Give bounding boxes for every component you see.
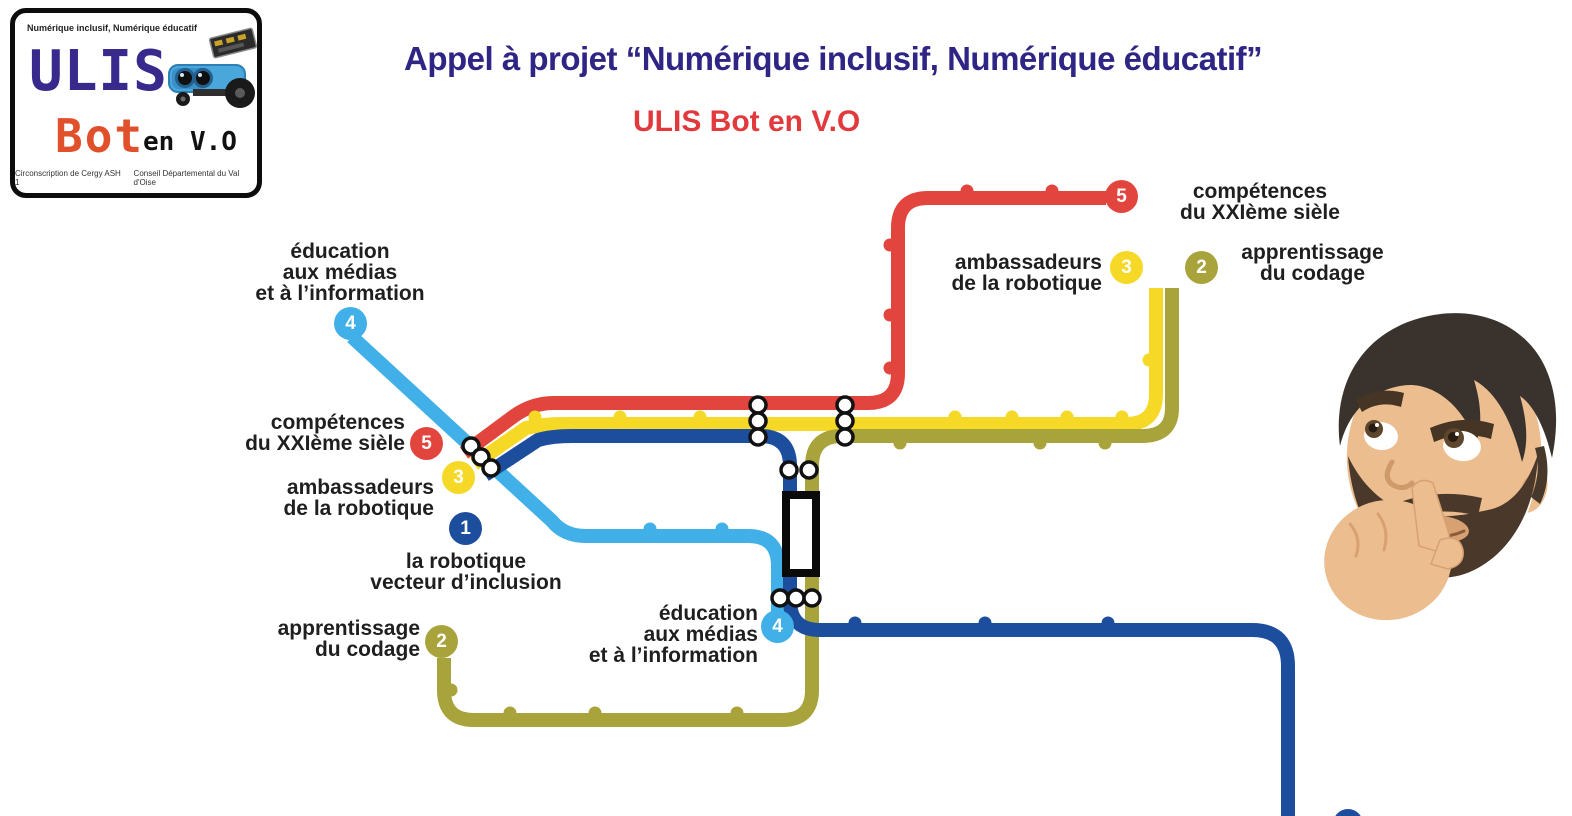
label-emi-left: éducation aux médias et à l’information [255,240,425,305]
label-ambassadeurs-left: ambassadeurs de la robotique [283,476,434,520]
thinking-memoji-icon [1324,313,1557,621]
page-title: Appel à projet “Numérique inclusif, Numé… [404,40,1263,77]
stations-lightblue [389,370,729,536]
badge-line-3: 3 [442,461,475,494]
label-apprentissage-left: apprentissage du codage [277,617,420,661]
badge-line-4-center: 4 [761,610,794,643]
badge-line-1: 1 [449,512,482,545]
logo-footer-left: Circonscription de Cergy ASH 1 [15,169,121,187]
logo-footer-right: Conseil Départemental du Val d'Oise [133,169,240,187]
badge-line-2-right: 2 [1185,251,1218,284]
line-5-path [459,191,1106,459]
robot-icon [168,27,258,108]
ulis-bot-logo: Numérique inclusif, Numérique éducatif U… [10,8,262,198]
line-2-path [437,288,1179,727]
stations-yellow [528,353,1156,424]
label-robotique-inclusion: la robotique vecteur d’inclusion [370,550,562,594]
logo-word-envo: en V.O [143,127,237,157]
label-competences-left: compétences du XXIème sièle [245,411,405,455]
label-ambassadeurs-right: ambassadeurs de la robotique [951,251,1102,295]
stations-red [883,184,1059,375]
badge-line-5-right: 5 [1105,180,1138,213]
stations-darkblue [848,616,1115,630]
badge-line-2: 2 [425,625,458,658]
logo-tagline: Numérique inclusif, Numérique éducatif [27,23,198,33]
line-4-path [347,331,785,612]
label-apprentissage-right: apprentissage du codage [1241,241,1384,285]
label-emi-center: éducation aux médias et à l’information [588,602,758,667]
badge-line-4: 4 [334,307,367,340]
logo-word-bot: Bot [55,109,145,163]
label-competences-right: compétences du XXIème sièle [1180,180,1340,224]
logo-word-ulis: ULIS [29,39,168,104]
interchange-dots [461,395,855,608]
badge-line-5: 5 [410,427,443,460]
line-1-terminus-partial [1335,809,1361,816]
interchange-box [782,491,820,577]
stations-olive [444,436,1112,720]
page-subtitle: ULIS Bot en V.O [633,105,861,138]
badge-line-3-right: 3 [1110,251,1143,284]
